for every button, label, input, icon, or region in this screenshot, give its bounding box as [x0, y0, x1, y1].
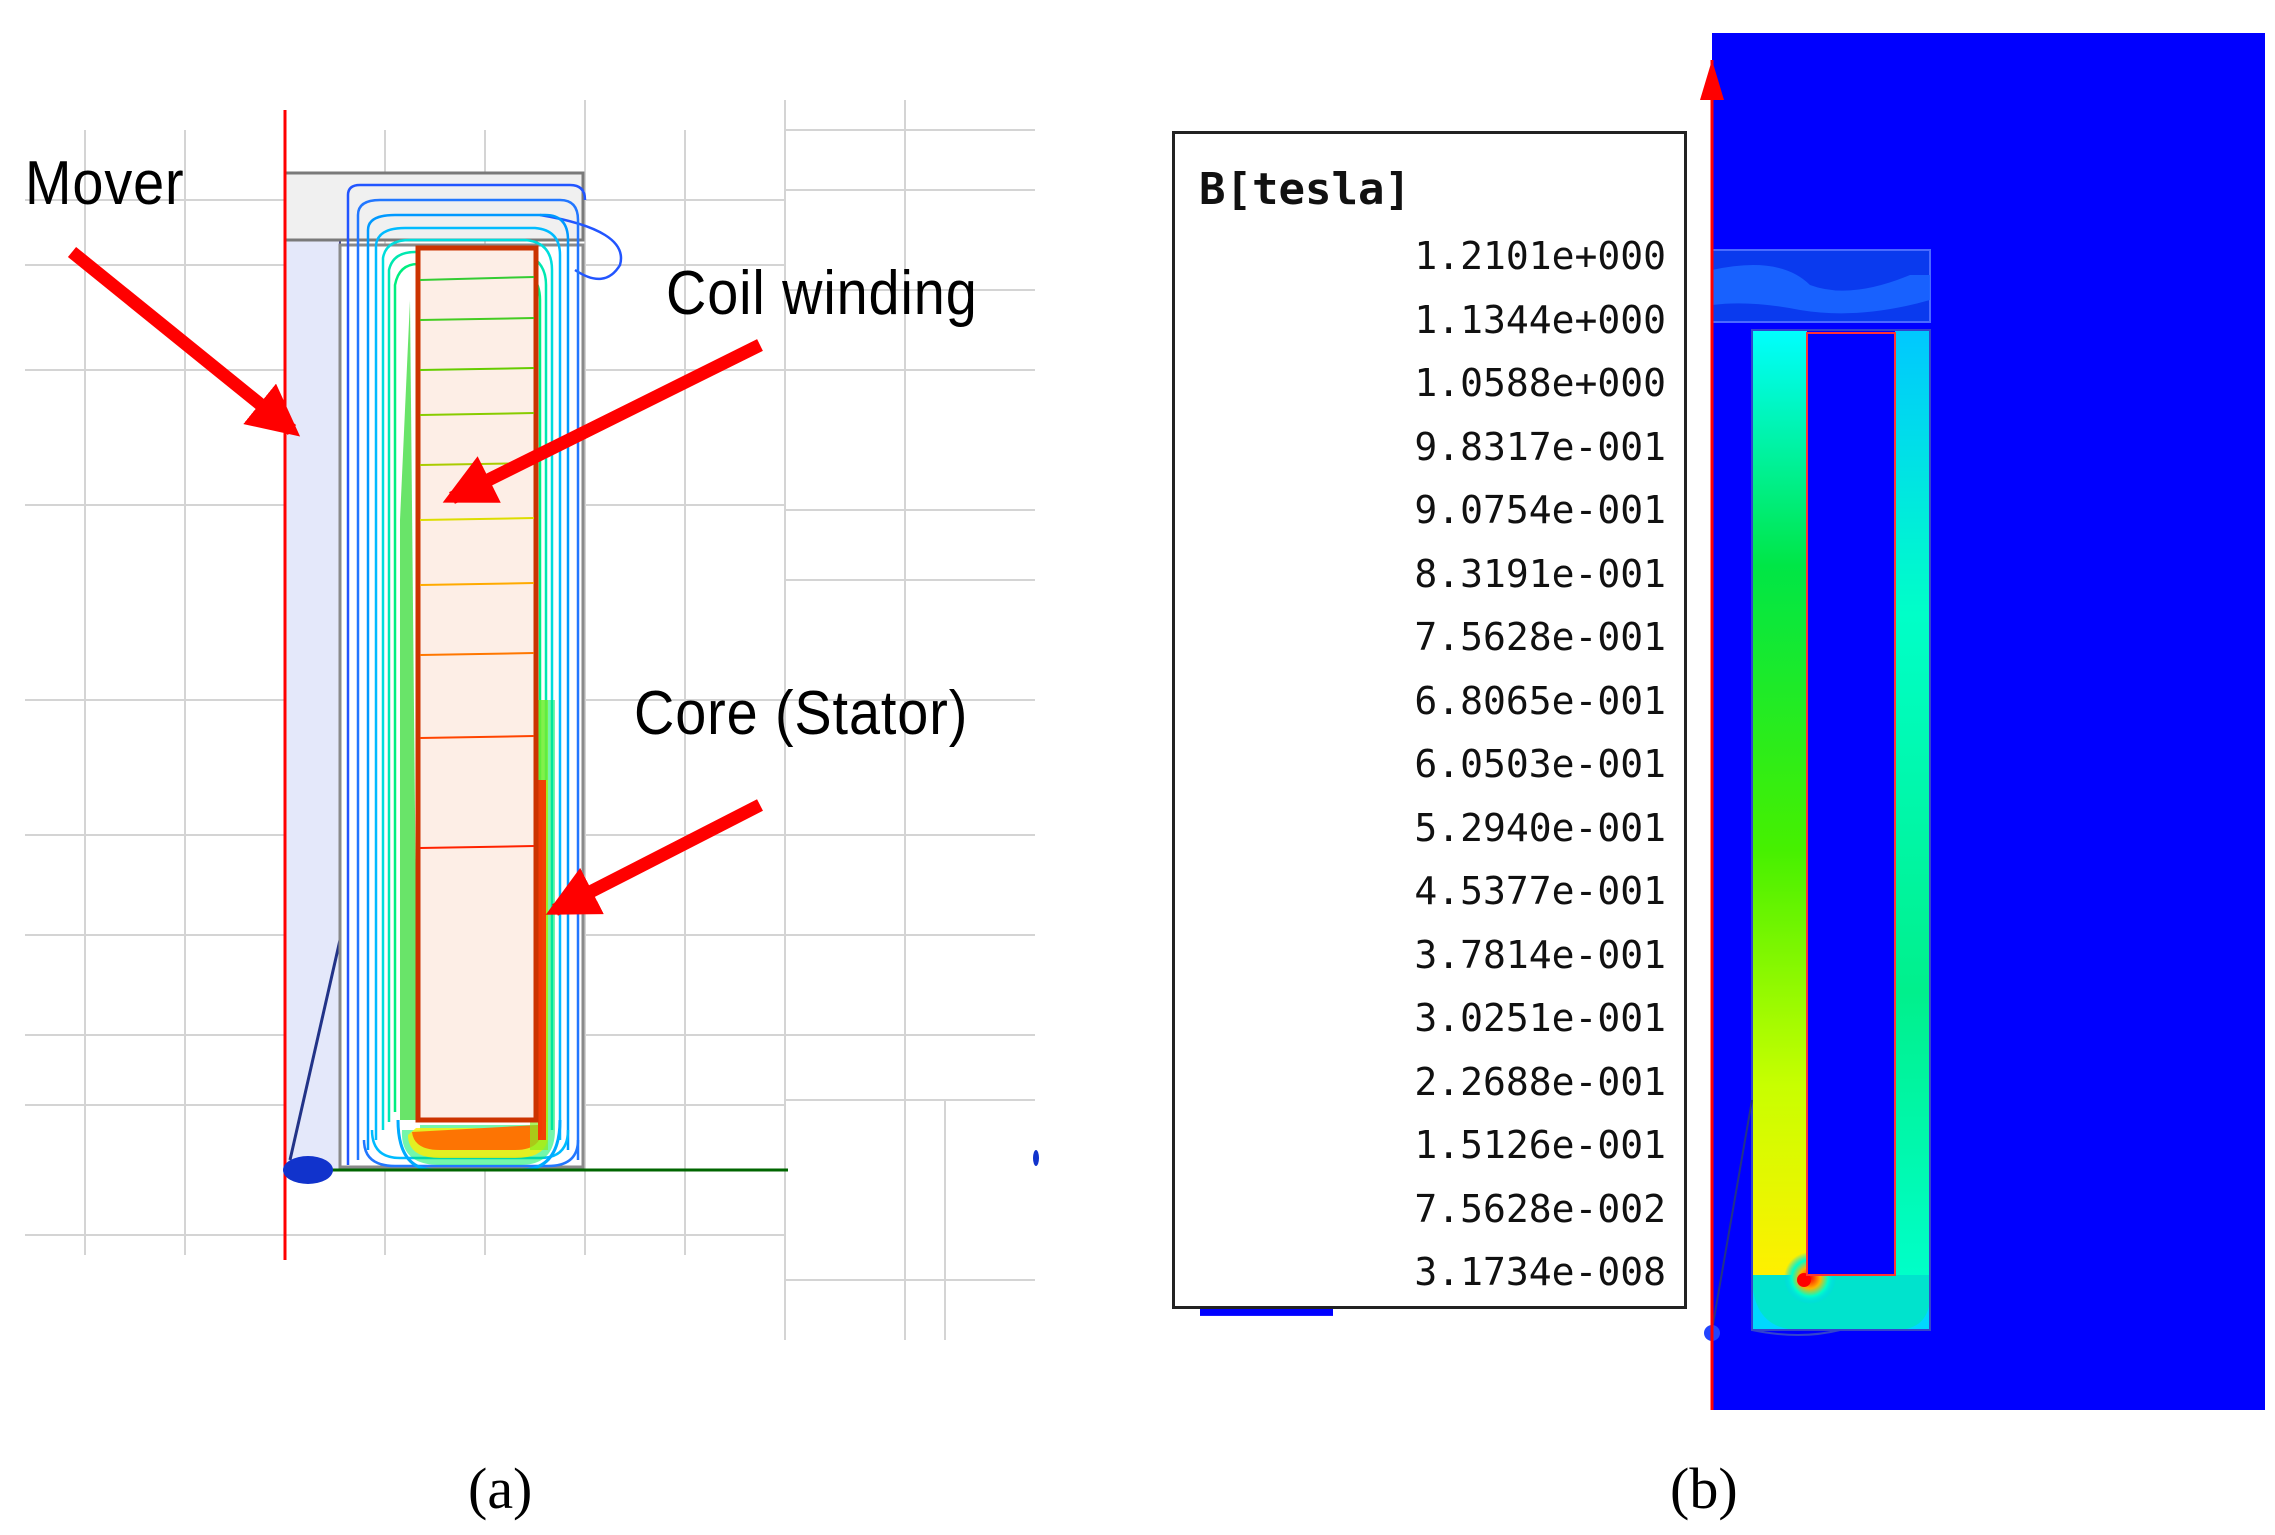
field-coil-cavity	[1806, 332, 1896, 1276]
legend-value-9: 5.2940e-001	[1414, 805, 1666, 850]
mover-label: Mover	[25, 149, 185, 218]
legend-value-7: 6.8065e-001	[1414, 678, 1666, 723]
legend-value-5: 8.3191e-001	[1414, 551, 1666, 596]
legend-value-3: 9.8317e-001	[1414, 424, 1666, 469]
core-arrow	[545, 799, 763, 916]
field-core-right-leg	[1895, 330, 1930, 1275]
legend-value-4: 9.0754e-001	[1414, 488, 1666, 532]
field-axis-arrowhead	[1700, 60, 1724, 100]
origin-marker	[283, 1156, 333, 1184]
legend-title: B[tesla]	[1199, 164, 1411, 215]
legend-value-16: 3.1734e-008	[1414, 1250, 1666, 1294]
panel-a-simulation	[25, 100, 1039, 1340]
field-core-left-leg	[1752, 330, 1807, 1275]
coil-winding-label: Coil winding	[666, 259, 978, 328]
flux-band-outer	[400, 300, 418, 1120]
legend-value-1: 1.1344e+000	[1414, 297, 1666, 342]
flux-contours	[346, 183, 623, 1168]
legend-value-10: 4.5377e-001	[1414, 869, 1666, 913]
legend-value-15: 7.5628e-002	[1414, 1186, 1666, 1231]
top-plate	[283, 171, 585, 242]
coil-winding-region	[415, 245, 539, 1123]
legend-value-0: 1.2101e+000	[1414, 234, 1666, 278]
core-stator-label: Core (Stator)	[634, 679, 969, 748]
legend-value-6: 7.5628e-001	[1414, 615, 1666, 659]
legend-box: B[tesla] 1.2101e+000 1.1344e+000 1.0588e+0…	[1172, 131, 1687, 1309]
field-hotspot	[1797, 1273, 1811, 1287]
legend-value-13: 2.2688e-001	[1414, 1059, 1666, 1104]
legend-value-8: 6.0503e-001	[1414, 742, 1666, 786]
legend-value-11: 3.7814e-001	[1414, 932, 1666, 977]
mover-arrow	[67, 246, 301, 437]
coil-arrow	[442, 339, 763, 504]
legend-value-2: 1.0588e+000	[1414, 361, 1666, 405]
legend-value-14: 1.5126e-001	[1414, 1123, 1666, 1167]
panel-b-caption: (b)	[1670, 1456, 1738, 1521]
mover-body	[284, 239, 341, 1171]
panel-a-caption: (a)	[468, 1456, 533, 1521]
legend-value-12: 3.0251e-001	[1414, 996, 1666, 1040]
